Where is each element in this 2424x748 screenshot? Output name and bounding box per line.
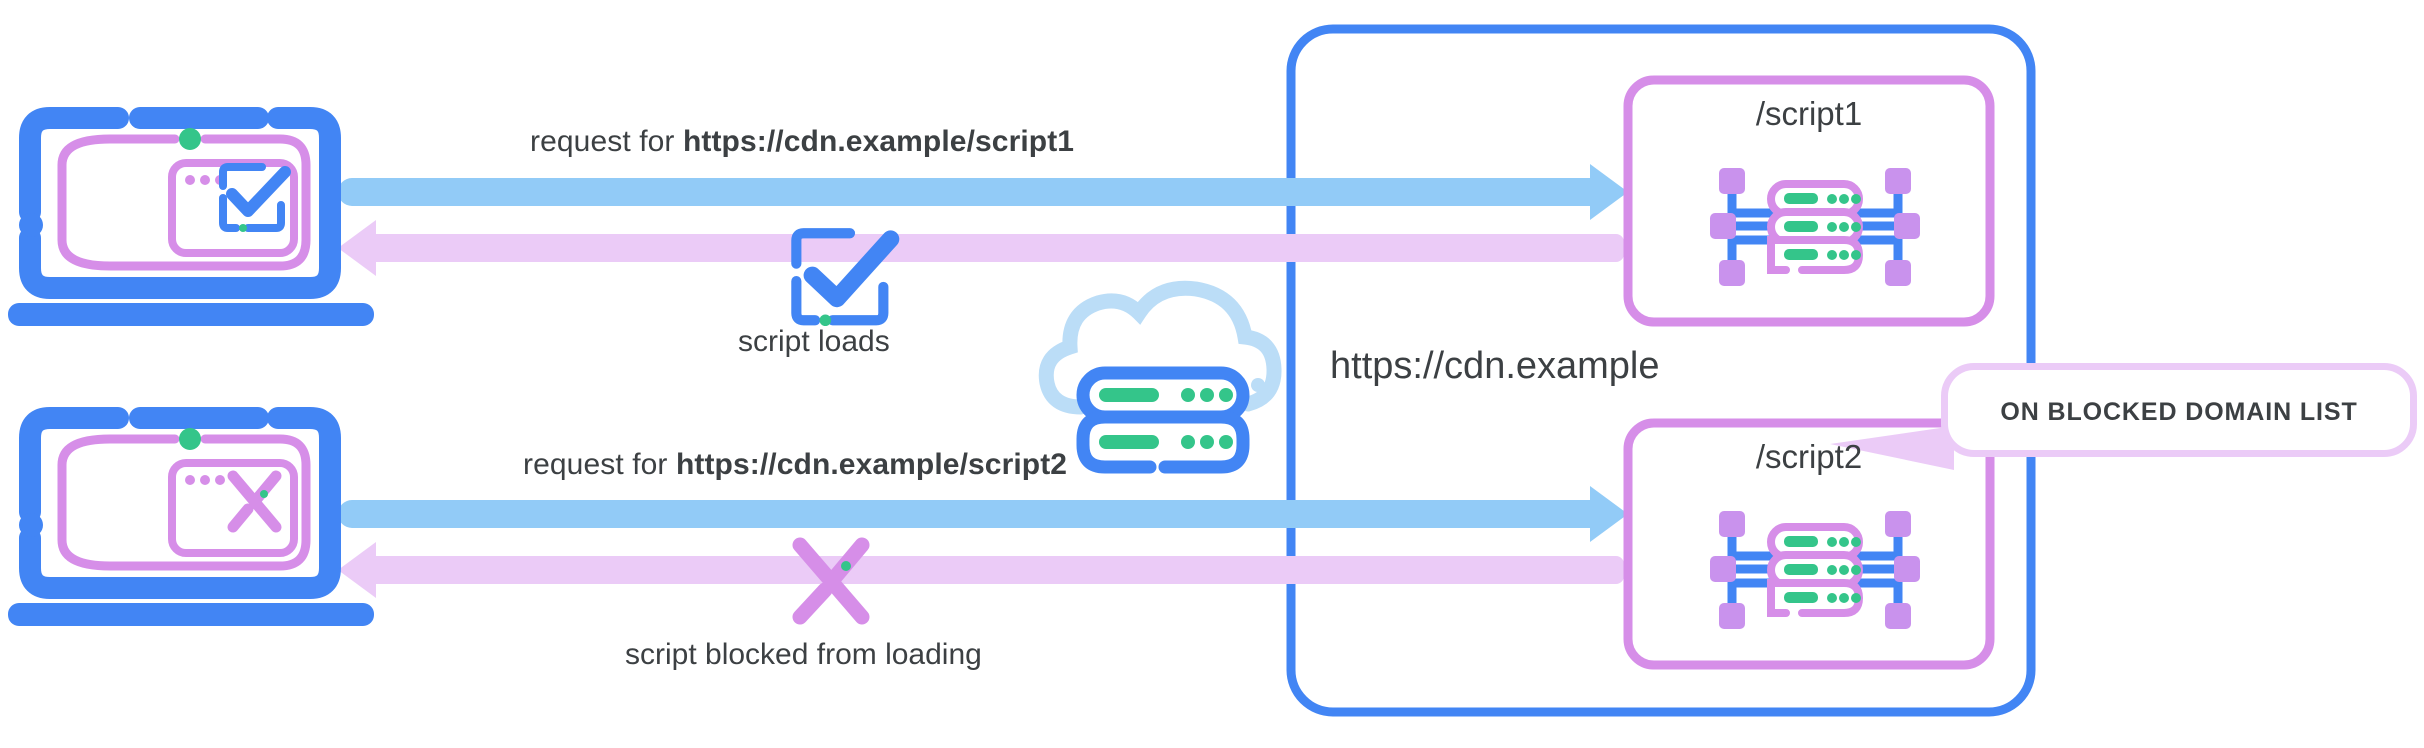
request-label-script2: request for https://cdn.example/script2 xyxy=(523,448,1068,481)
caption-script1: script loads xyxy=(738,325,890,358)
check-box-glyph xyxy=(219,163,291,232)
request-arrow-script1 xyxy=(338,164,1628,220)
status-dot xyxy=(179,128,201,150)
cloud-server-icon xyxy=(1038,280,1282,474)
cross-glyph xyxy=(227,470,282,533)
cdn-label: https://cdn.example xyxy=(1330,345,1660,387)
laptop-with-cross-icon xyxy=(8,407,374,626)
response-arrow-script1 xyxy=(338,220,1624,276)
request-arrow-script2 xyxy=(338,486,1628,542)
caption-script2: script blocked from loading xyxy=(625,638,982,671)
laptop-with-check-icon xyxy=(8,107,374,326)
request-label-script1: request for https://cdn.example/script1 xyxy=(530,125,1075,158)
check-box-icon xyxy=(791,228,900,327)
response-arrow-script2 xyxy=(338,542,1624,598)
status-dot xyxy=(179,428,201,450)
script2-label: /script2 xyxy=(1755,438,1863,475)
blocked-domain-callout xyxy=(1830,363,2417,470)
server-network-icon-script1 xyxy=(1710,168,1920,286)
script1-label: /script1 xyxy=(1755,95,1863,132)
server-network-icon-script2 xyxy=(1710,511,1920,629)
callout-text: ON BLOCKED DOMAIN LIST xyxy=(2000,398,2358,426)
cross-icon xyxy=(792,537,870,625)
